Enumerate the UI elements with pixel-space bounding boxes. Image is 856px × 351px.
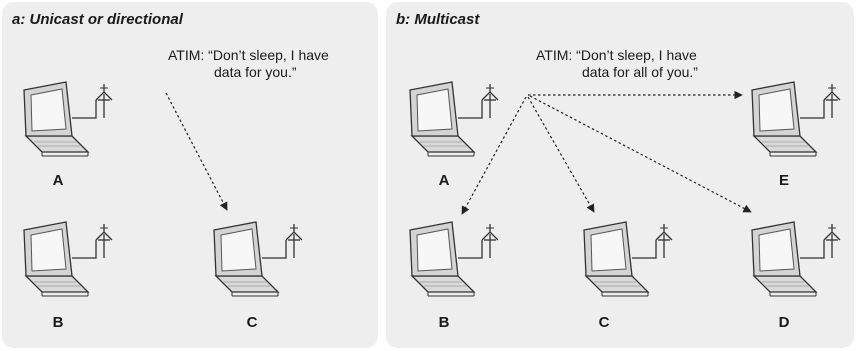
panel-title: b: Multicast bbox=[396, 11, 480, 28]
atim-message-line-1: ATIM: “Don’t sleep, I have bbox=[536, 47, 697, 63]
node-label-c: C bbox=[247, 314, 258, 331]
node-label-b: B bbox=[53, 314, 64, 331]
node-label-a: A bbox=[53, 172, 64, 189]
panel-background bbox=[2, 2, 378, 348]
node-label-d: D bbox=[779, 314, 790, 331]
panel-multicast: b: Multicast ATIM: “Don’t sleep, I have … bbox=[386, 2, 854, 348]
atim-message-line-2: data for you.” bbox=[214, 64, 297, 80]
arrow-a-to-d bbox=[529, 95, 752, 213]
panel-background bbox=[386, 2, 854, 348]
atim-message-line-1: ATIM: “Don’t sleep, I have bbox=[168, 47, 329, 63]
arrow-a-to-b bbox=[461, 96, 527, 215]
arrow-a-to-c bbox=[527, 96, 595, 213]
node-label-c: C bbox=[599, 314, 610, 331]
node-label-a: A bbox=[439, 172, 450, 189]
arrow-a-to-c bbox=[165, 92, 228, 211]
panel-unicast: a: Unicast or directional ATIM: “Don’t s… bbox=[2, 2, 378, 348]
node-label-b: B bbox=[439, 314, 450, 331]
node-label-e: E bbox=[779, 172, 789, 189]
atim-message-line-2: data for all of you.” bbox=[582, 64, 698, 80]
panel-title: a: Unicast or directional bbox=[12, 11, 184, 28]
